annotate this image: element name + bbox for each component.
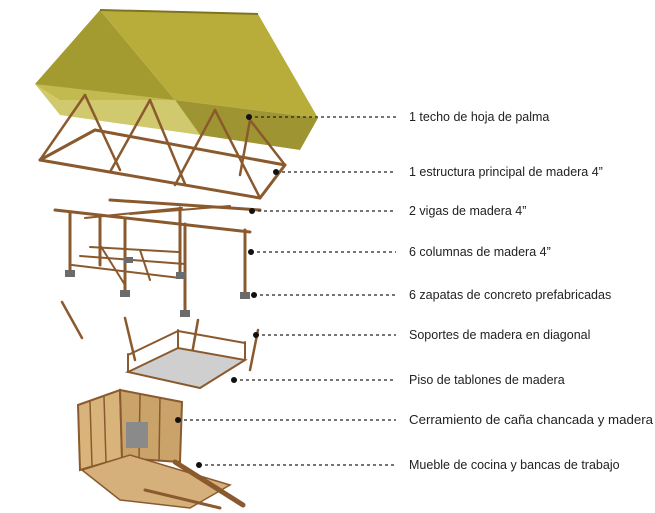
leader-dot-vigas	[249, 208, 255, 214]
footing-1	[65, 270, 75, 277]
frame-beam-right	[258, 163, 287, 200]
rail-2	[177, 330, 246, 344]
kitchen-furniture	[80, 454, 246, 510]
leader-dot-columnas	[248, 249, 254, 255]
label-piso: Piso de tablones de madera	[409, 373, 565, 387]
roof-right-face	[100, 10, 318, 118]
grid-line-5	[139, 249, 151, 281]
leader-dot-piso	[231, 377, 237, 383]
frame-beam-back	[93, 128, 287, 167]
cane-slat-2	[103, 396, 107, 463]
label-row-zapatas: 6 zapatas de concreto prefabricadas	[251, 288, 611, 302]
label-row-mueble: Mueble de cocina y bancas de trabajo	[196, 458, 620, 472]
label-columnas: 6 columnas de madera 4”	[409, 245, 551, 259]
label-zapatas: 6 zapatas de concreto prefabricadas	[409, 288, 611, 302]
enclosure-opening	[126, 422, 148, 448]
main-structure	[38, 93, 287, 200]
grid-line-1	[71, 264, 181, 279]
palm-roof	[35, 9, 318, 150]
label-estructura: 1 estructura principal de madera 4”	[409, 165, 603, 179]
truss-1b	[83, 93, 122, 172]
truss-4a	[238, 118, 252, 177]
truss-3a	[173, 108, 217, 187]
footing-4	[176, 272, 186, 279]
beams-and-columns	[53, 198, 262, 312]
frame-beam-left	[38, 128, 97, 162]
annotations: 1 techo de hoja de palma 1 estructura pr…	[175, 110, 653, 472]
truss-1a	[38, 93, 87, 162]
grid-line-4	[99, 244, 126, 286]
beam-2	[108, 198, 262, 212]
work-bench	[172, 459, 246, 508]
footing-2	[120, 290, 130, 297]
leader-dot-cerramiento	[175, 417, 181, 423]
label-row-columnas: 6 columnas de madera 4”	[248, 245, 551, 259]
footing-3	[180, 310, 190, 317]
diagonal-support-1	[60, 300, 84, 340]
beam-1	[53, 208, 252, 234]
truss-4b	[248, 118, 287, 167]
label-row-cerramiento: Cerramiento de caña chancada y madera	[175, 413, 653, 427]
truss-2b	[148, 98, 187, 186]
cane-enclosure	[76, 388, 184, 472]
leader-dot-estructura	[273, 169, 279, 175]
roof-front-eave	[175, 100, 318, 150]
truss-2a	[108, 98, 152, 174]
label-row-vigas: 2 vigas de madera 4”	[249, 204, 526, 218]
floor-deck	[124, 346, 248, 390]
label-mueble: Mueble de cocina y bancas de trabajo	[409, 458, 620, 472]
leader-dot-mueble	[196, 462, 202, 468]
label-row-soportes: Soportes de madera en diagonal	[253, 328, 590, 342]
roof-ridge	[99, 9, 259, 15]
furniture-base	[80, 454, 232, 509]
kitchen-counter	[143, 488, 222, 510]
label-row-techo: 1 techo de hoja de palma	[246, 110, 549, 124]
frame-beam-front	[38, 158, 262, 200]
label-row-estructura: 1 estructura principal de madera 4”	[273, 165, 603, 179]
grid-line-3	[89, 246, 179, 253]
cane-slat-4	[158, 397, 161, 462]
label-techo: 1 techo de hoja de palma	[409, 110, 549, 124]
leader-dot-soportes	[253, 332, 259, 338]
leader-dot-zapatas	[251, 292, 257, 298]
footing-5	[240, 292, 250, 299]
roof-left-face	[35, 10, 175, 100]
cane-slat-1	[89, 401, 93, 467]
enclosure-wall-left	[76, 388, 124, 472]
label-vigas: 2 vigas de madera 4”	[409, 204, 526, 218]
rail-1	[127, 330, 179, 356]
truss-3b	[213, 108, 262, 200]
leader-dot-techo	[246, 114, 252, 120]
plank-floor	[124, 329, 248, 390]
label-soportes: Soportes de madera en diagonal	[409, 328, 590, 342]
label-row-piso: Piso de tablones de madera	[231, 373, 565, 387]
footing-6	[124, 257, 133, 263]
label-cerramiento: Cerramiento de caña chancada y madera	[409, 413, 653, 427]
concrete-footings	[65, 257, 250, 317]
